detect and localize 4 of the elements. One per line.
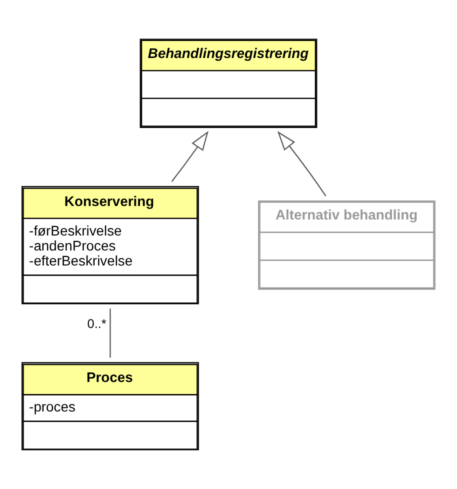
arrow: [277, 130, 326, 196]
edge-label: 0..*: [87, 316, 106, 331]
arrow: [171, 130, 208, 182]
connector: [110, 308, 111, 358]
